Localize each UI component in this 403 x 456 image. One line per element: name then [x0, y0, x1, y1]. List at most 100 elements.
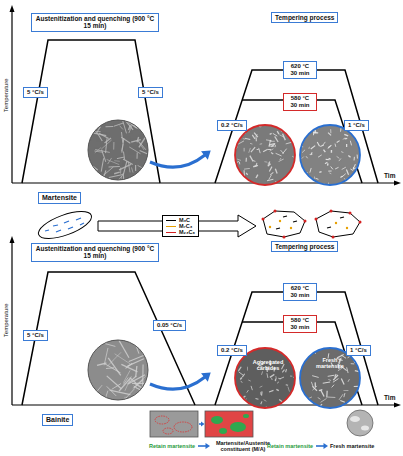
- microstructure: [84, 171, 89, 174]
- microstructure: [287, 407, 291, 409]
- microstructure: [286, 142, 292, 144]
- carbide: [262, 218, 265, 221]
- microstructure: [269, 140, 270, 146]
- micrograph-border: [235, 125, 295, 185]
- microstructure: [359, 399, 363, 403]
- microstructure: [280, 158, 281, 160]
- microstructure: [260, 143, 263, 145]
- microstructure: [256, 163, 257, 167]
- microstructure: [264, 400, 267, 402]
- legend-box: M₃CM₇C₃M₂₃C₆: [162, 215, 199, 237]
- microstructure: [247, 367, 248, 371]
- microstructure: [317, 142, 319, 146]
- microstructure: [289, 176, 294, 177]
- microstructure: [88, 393, 100, 403]
- legend-line: [166, 232, 176, 233]
- micrograph: [82, 120, 151, 191]
- microstructure: [270, 374, 274, 377]
- box-text: 5 °C/s: [27, 89, 44, 96]
- microstructure: [257, 149, 259, 150]
- microstructure: [356, 357, 363, 359]
- micrograph: [233, 125, 297, 187]
- label-box: Austenitization and quenching (900 °C 15…: [31, 243, 159, 262]
- microstructure: [261, 371, 262, 375]
- annotation: Tim: [384, 394, 395, 401]
- microstructure: [129, 125, 131, 130]
- tempered-grain: [316, 211, 360, 237]
- microstructure: [328, 145, 331, 148]
- microstructure: [105, 138, 111, 143]
- microstructure: [121, 364, 137, 372]
- microstructure: [273, 133, 278, 136]
- microstructure: [348, 156, 350, 158]
- carbide: [68, 227, 73, 229]
- microstructure: [328, 146, 331, 149]
- microstructure: [333, 379, 339, 383]
- microstructure: [294, 359, 298, 363]
- carbide: [327, 227, 331, 228]
- microstructure: [261, 391, 263, 395]
- box-text: 0.2 °C/s: [221, 347, 243, 354]
- microstructure: [312, 386, 317, 390]
- microstructure: [243, 182, 246, 187]
- micrograph-ground: [300, 348, 360, 408]
- microstructure: [331, 166, 333, 169]
- martensite-lath: [35, 206, 94, 244]
- microstructure: [268, 162, 269, 166]
- microstructure: [120, 168, 121, 174]
- microstructure: [101, 140, 111, 149]
- flow-arrow: [150, 377, 205, 389]
- microstructure: [246, 173, 247, 175]
- microstructure: [244, 168, 250, 170]
- microstructure: [82, 124, 89, 136]
- microstructure: [351, 363, 355, 364]
- microstructure: [308, 125, 312, 128]
- microstructure: [297, 393, 301, 400]
- microstructure: [271, 153, 273, 155]
- microstructure: [254, 133, 258, 137]
- microstructure: [237, 159, 241, 160]
- microstructure: [245, 138, 250, 139]
- microstructure: [308, 147, 310, 149]
- micrograph-border: [300, 125, 360, 185]
- quench-profile: [22, 272, 195, 405]
- microstructure: [329, 172, 331, 174]
- microstructure: [275, 379, 277, 381]
- label-box: 0.2 °C/s: [217, 345, 247, 356]
- microstructure: [270, 133, 272, 135]
- y-axis: [11, 11, 12, 183]
- annotation: Aggregated carbides: [251, 359, 285, 371]
- microstructure: [105, 364, 120, 373]
- microstructure: [249, 148, 251, 153]
- microstructure: [319, 171, 321, 173]
- microstructure: [264, 161, 267, 163]
- microstructure: [341, 379, 344, 385]
- microstructure: [123, 152, 124, 160]
- microstructure: [331, 150, 332, 153]
- microstructure: [350, 169, 353, 171]
- micrograph-inset: [347, 410, 373, 436]
- microstructure: [306, 156, 308, 158]
- box-text: 5 °C/s: [27, 332, 44, 339]
- microstructure: [314, 176, 316, 179]
- carbide: [290, 227, 292, 229]
- ma-phase: [219, 428, 227, 434]
- micrograph: [296, 125, 362, 189]
- ma-phase: [243, 414, 249, 418]
- annotation: Retain martensite: [149, 443, 195, 449]
- microstructure: [269, 167, 272, 172]
- microstructure: [123, 161, 126, 174]
- microstructure: [276, 153, 282, 156]
- microstructure: [252, 135, 255, 139]
- microstructure: [117, 157, 124, 159]
- legend-line: [166, 226, 176, 227]
- microstructure: [121, 176, 123, 191]
- microstructure: [109, 175, 123, 178]
- microstructure: [314, 184, 316, 186]
- microstructure: [279, 159, 284, 162]
- microstructure: [240, 378, 242, 380]
- microstructure: [302, 150, 305, 153]
- small-arrowhead: [201, 422, 205, 427]
- microstructure: [328, 379, 331, 380]
- microstructure: [343, 185, 346, 189]
